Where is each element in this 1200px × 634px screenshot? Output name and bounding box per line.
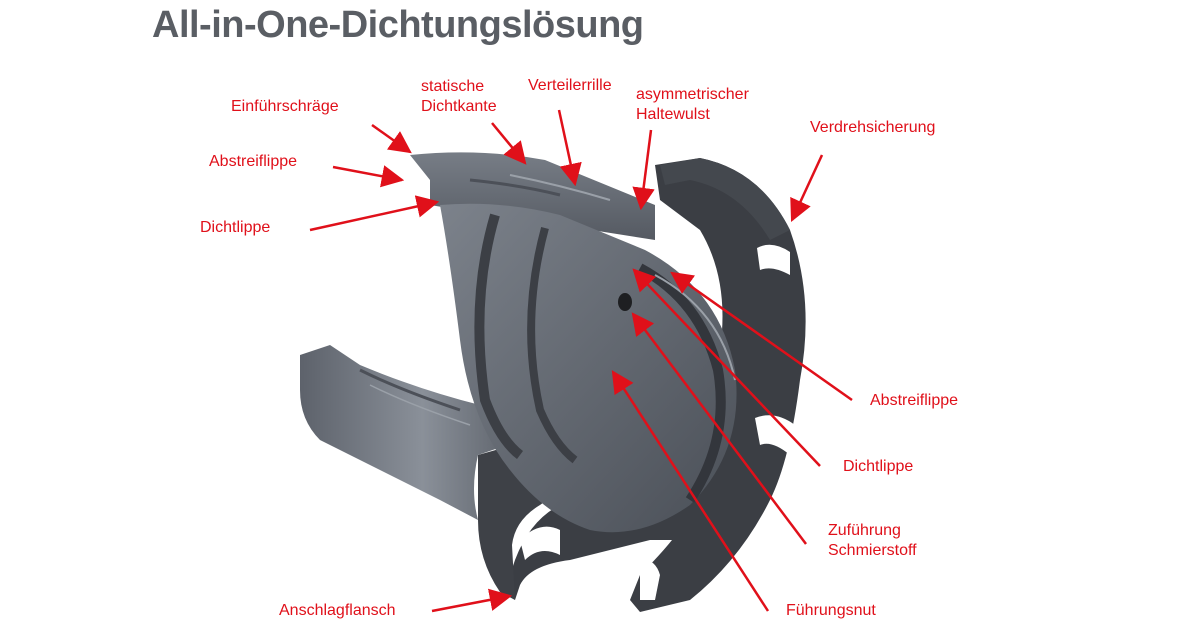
label-fuehrungsnut: Führungsnut (786, 602, 876, 619)
label-zufuehrung-schmierstoff: Zuführung Schmierstoff (828, 522, 917, 559)
label-abstreiflippe-right: Abstreiflippe (870, 392, 959, 409)
arrow-verdrehsicherung (790, 154, 824, 223)
arrow-dichtlippe-left (309, 195, 440, 232)
arrow-anschlagflansch (431, 588, 513, 613)
label-dichtlippe-right: Dichtlippe (843, 458, 914, 475)
label-haltewulst: asymmetrischer Haltewulst (636, 86, 749, 123)
arrow-fuehrungsnut (611, 370, 770, 612)
arrow-verteilerrille (557, 109, 582, 187)
page-title: All-in-One-Dichtungslösung (152, 4, 644, 46)
arrow-abstreiflippe-right (670, 271, 853, 402)
arrow-einfuehrschraege (371, 123, 412, 154)
arrow-dichtlippe-right (632, 268, 821, 467)
lube-hole (618, 293, 632, 311)
arrow-haltewulst (632, 129, 655, 211)
label-einfuehrschraege: Einführschräge (231, 98, 339, 115)
arrow-abstreiflippe-left (332, 165, 405, 188)
label-abstreiflippe-left: Abstreiflippe (209, 153, 298, 170)
label-anschlagflansch: Anschlagflansch (279, 602, 396, 619)
arrows (309, 109, 853, 613)
sleeve-body (300, 152, 655, 520)
label-verteilerrille: Verteilerrille (528, 77, 612, 94)
arrow-statische-dichtkante (491, 122, 527, 165)
label-dichtlippe-left: Dichtlippe (200, 219, 271, 236)
arrow-zufuehrung (631, 312, 807, 545)
label-verdrehsicherung: Verdrehsicherung (810, 119, 936, 136)
label-statische-dichtkante: statische Dichtkante (421, 78, 497, 115)
